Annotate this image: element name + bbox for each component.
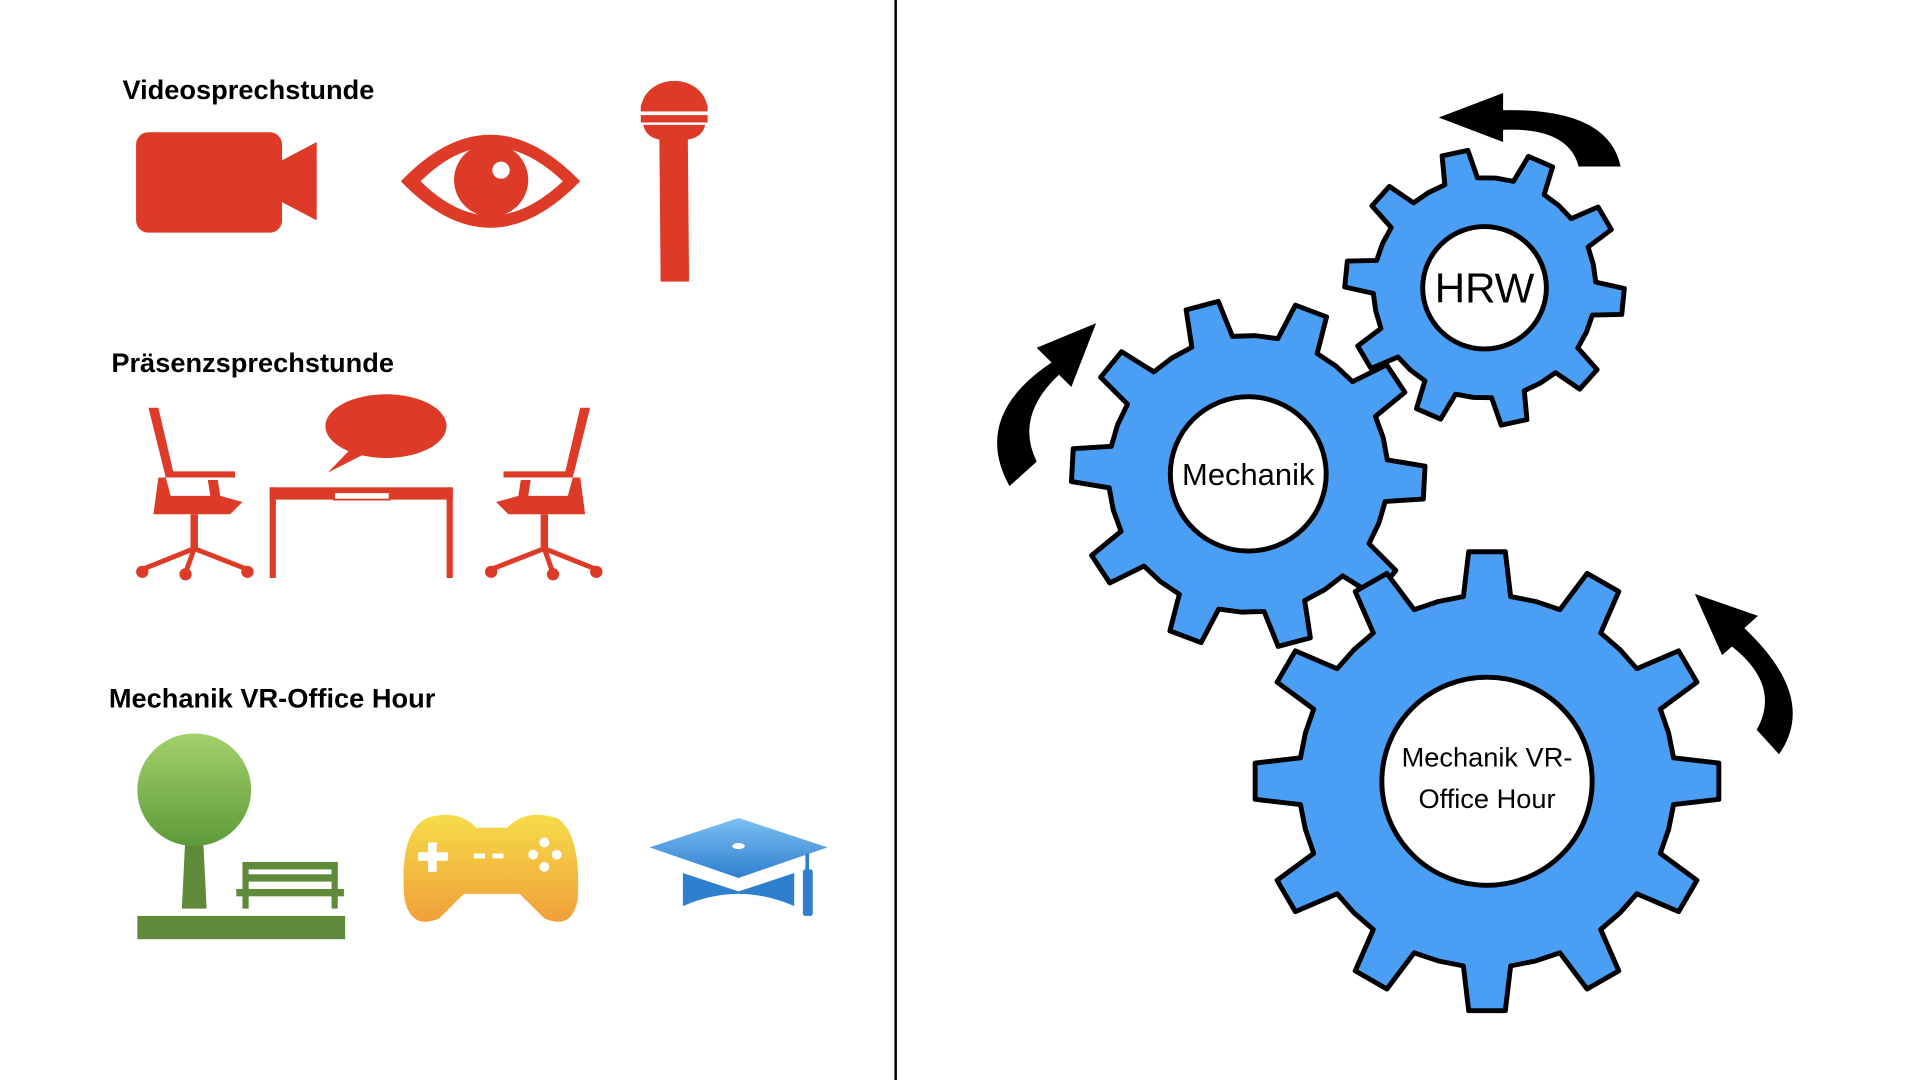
svg-text:Mechanik: Mechanik	[1182, 457, 1315, 492]
gear-mechanik	[1068, 298, 1428, 649]
tree-bench-icon	[137, 733, 346, 940]
rotation-arrow-hrw	[1438, 93, 1621, 167]
gears	[1068, 147, 1722, 1014]
office-chair-icon	[484, 407, 603, 581]
gear-hub	[1379, 674, 1595, 888]
gear-label-hrw: HRW	[1435, 265, 1535, 312]
gear-hub	[1420, 224, 1549, 352]
svg-text:HRW: HRW	[1435, 265, 1535, 312]
microphone-icon	[640, 80, 708, 282]
section-title-presence: Präsenzsprechstunde	[111, 347, 394, 378]
section-title-vr: Mechanik VR-Office Hour	[109, 683, 436, 714]
section-title-video: Videosprechstunde	[122, 74, 374, 105]
gear-hub	[1167, 394, 1329, 554]
gear-hrw	[1342, 147, 1627, 428]
video-camera-icon	[136, 132, 317, 233]
gamepad-icon	[403, 814, 579, 922]
gear-label-mechanik: Mechanik	[1182, 457, 1315, 492]
rotation-arrow-mechanik	[997, 323, 1097, 487]
desk-icon	[269, 487, 453, 578]
gear-label-vr: Mechanik VR- Office Hour	[1402, 742, 1573, 814]
speech-bubble-icon	[325, 394, 447, 473]
svg-text:Mechanik VR-: Mechanik VR-	[1402, 742, 1573, 773]
graduation-cap-icon	[649, 817, 828, 916]
office-chair-icon	[136, 407, 254, 581]
svg-text:Office Hour: Office Hour	[1418, 783, 1555, 814]
eye-icon	[400, 134, 581, 228]
rotation-arrow-vr	[1694, 593, 1793, 755]
gear-vr-office-hour	[1252, 549, 1722, 1014]
